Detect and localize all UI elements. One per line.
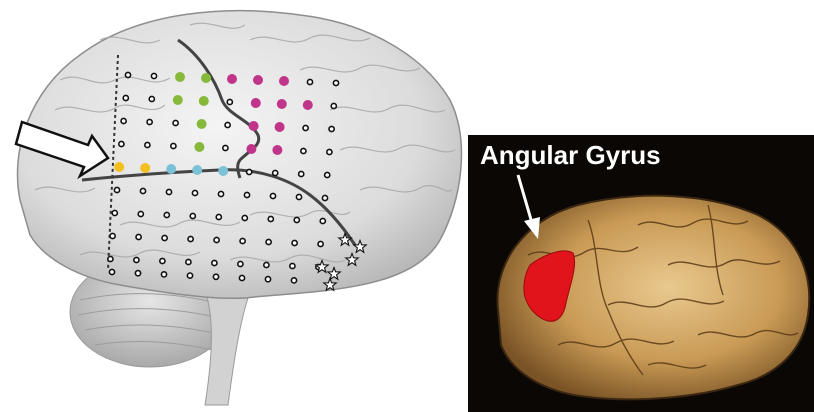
electrode-dot (216, 214, 221, 219)
brain-electrode-panel (0, 0, 470, 412)
electrode-dot (294, 217, 299, 222)
electrode-dot (145, 142, 150, 147)
electrode-green (175, 72, 185, 82)
electrode-dot (265, 277, 270, 282)
electrode-dot (108, 256, 113, 261)
electrode-dot (239, 275, 244, 280)
electrode-magenta (303, 100, 313, 110)
electrode-dot (110, 233, 115, 238)
electrode-cyan (192, 165, 202, 175)
electrode-dot (213, 274, 218, 279)
electrode-magenta (246, 144, 256, 154)
electrode-dot (242, 215, 247, 220)
electrode-green (201, 73, 211, 83)
electrode-dot (151, 73, 156, 78)
electrode-dot (327, 149, 332, 154)
electrode-dot (227, 99, 232, 104)
electrode-dot (109, 269, 114, 274)
electrode-green (197, 119, 207, 129)
electrode-dot (171, 143, 176, 148)
electrode-dot (247, 169, 252, 174)
electrode-dot (301, 148, 306, 153)
electrode-dot (299, 171, 304, 176)
electrode-dot (331, 103, 336, 108)
electrode-dot (244, 192, 249, 197)
electrode-dot (149, 96, 154, 101)
electrode-dot (123, 95, 128, 100)
electrode-dot (240, 238, 245, 243)
electrode-dot (325, 172, 330, 177)
electrode-magenta (251, 98, 261, 108)
electrode-dot (273, 170, 278, 175)
electrode-dot (238, 261, 243, 266)
electrode-green (194, 142, 204, 152)
electrode-dot (147, 119, 152, 124)
electrode-magenta (275, 122, 285, 132)
electrode-dot (333, 80, 338, 85)
electrode-dot (307, 79, 312, 84)
electrode-dot (264, 262, 269, 267)
electrode-magenta (227, 74, 237, 84)
electrode-magenta (279, 76, 289, 86)
electrode-dot (266, 239, 271, 244)
electrode-dot (290, 263, 295, 268)
electrode-dot (160, 258, 165, 263)
brain-electrode-figure (0, 0, 470, 412)
electrode-dot (303, 125, 308, 130)
electrode-dot (322, 195, 327, 200)
electrode-dot (187, 273, 192, 278)
electrode-dot (291, 278, 296, 283)
electrode-dot (112, 210, 117, 215)
electrode-dot (186, 259, 191, 264)
electrode-dot (268, 216, 273, 221)
electrode-dot (212, 260, 217, 265)
electrode-dot (135, 271, 140, 276)
electrode-dot (218, 191, 223, 196)
electrode-dot (320, 218, 325, 223)
electrode-dot (119, 141, 124, 146)
electrode-dot (270, 193, 275, 198)
electrode-dot (173, 120, 178, 125)
brain-photo (468, 135, 814, 412)
electrode-green (173, 95, 183, 105)
angular-gyrus-panel: Angular Gyrus (468, 135, 814, 412)
electrode-magenta (253, 75, 263, 85)
electrode-dot (192, 190, 197, 195)
electrode-dot (225, 122, 230, 127)
electrode-cyan (166, 164, 176, 174)
electrode-magenta (272, 145, 282, 155)
pointer-arrow-icon (518, 175, 540, 239)
angular-gyrus-label: Angular Gyrus (480, 140, 661, 171)
electrode-dot (164, 212, 169, 217)
electrode-yellow (114, 162, 124, 172)
electrode-dot (223, 145, 228, 150)
brainstem (205, 290, 250, 405)
electrode-dot (136, 234, 141, 239)
electrode-dot (296, 194, 301, 199)
electrode-magenta (277, 99, 287, 109)
electrode-dot (292, 240, 297, 245)
electrode-dot (329, 126, 334, 131)
electrode-cyan (218, 166, 228, 176)
electrode-dot (134, 257, 139, 262)
electrode-dot (166, 189, 171, 194)
electrode-dot (140, 188, 145, 193)
electrode-dot (162, 235, 167, 240)
electrode-dot (188, 236, 193, 241)
electrode-dot (125, 72, 130, 77)
electrode-yellow (140, 163, 150, 173)
electrode-green (199, 96, 209, 106)
electrode-dot (214, 237, 219, 242)
electrode-dot (161, 272, 166, 277)
electrode-dot (318, 241, 323, 246)
electrode-dot (138, 211, 143, 216)
electrode-dot (190, 213, 195, 218)
electrode-dot (114, 187, 119, 192)
electrode-dot (121, 118, 126, 123)
electrode-magenta (249, 121, 259, 131)
